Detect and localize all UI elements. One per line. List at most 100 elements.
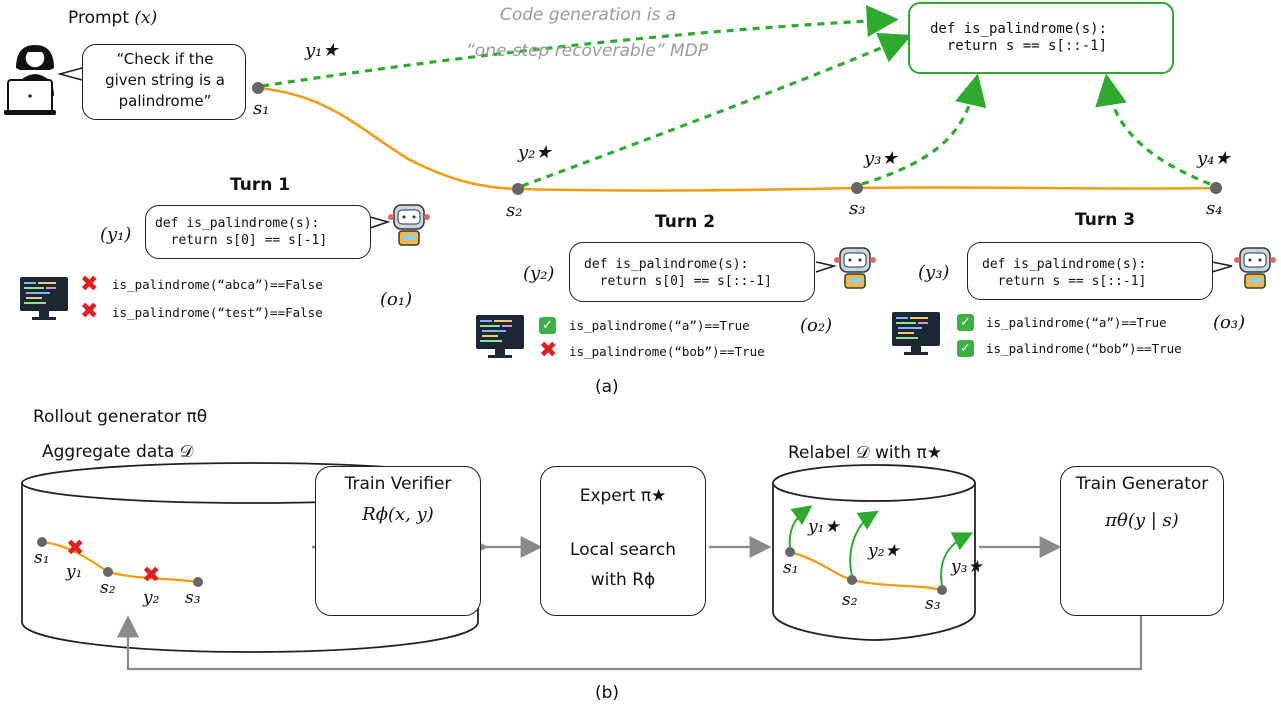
turn-3-obs-var: (o₃)	[1213, 312, 1246, 333]
pass-check-icon: ✓	[957, 314, 974, 331]
fail-x-icon: ✖	[80, 299, 99, 324]
code-line: def is_palindrome(s):	[584, 257, 749, 272]
left-db-state-s1: s₁	[34, 548, 50, 568]
turn-1-title: Turn 1	[230, 175, 291, 195]
code-line: return s[0] == s[-1]	[155, 233, 328, 248]
state-dot-s4	[1210, 182, 1222, 194]
arrow-y1-star	[261, 5, 899, 88]
feedback-loop-arrow	[117, 614, 1143, 671]
train-verifier-box	[315, 466, 481, 616]
prompt-label: Prompt (x)	[68, 8, 157, 28]
right-db-action-y1: y₁★	[808, 517, 840, 537]
arrow-y2-star	[521, 32, 912, 188]
robot-icon	[1234, 247, 1276, 289]
code-line: def is_palindrome(s):	[930, 21, 1108, 37]
prompt-var: (x)	[134, 8, 158, 28]
left-db-state-s3: s₃	[185, 588, 201, 608]
left-db-action-y2: y₂	[143, 588, 160, 608]
expert-title: Expert π★	[579, 486, 667, 506]
state-dot-s2	[512, 183, 524, 195]
code-line: return s == s[::-1]	[982, 274, 1147, 289]
prompt-label-text: Prompt	[68, 8, 129, 28]
code-line: def is_palindrome(s):	[155, 216, 320, 231]
turn-1-action-var: (y₁)	[100, 224, 132, 245]
expert-box	[540, 466, 706, 616]
fail-x-icon: ✖	[142, 563, 161, 588]
database-cylinder-icon	[772, 464, 976, 641]
prompt-text: “Check if the given string is a palindro…	[92, 49, 238, 112]
turn-1-obs-var: (o₁)	[380, 289, 413, 310]
fail-x-icon: ✖	[539, 338, 558, 363]
turn-3-test-1: is_palindrome(“a”)==True	[986, 315, 1167, 330]
trajectory-curve	[257, 86, 1217, 192]
turn-1-test-1: is_palindrome(“abca”)==False	[112, 277, 323, 292]
turn-3-action-var: (y₃)	[918, 262, 950, 283]
state-dot-s3	[851, 182, 863, 194]
right-db-action-y2: y₂★	[868, 541, 900, 561]
state-label-s2: s₂	[506, 200, 523, 221]
robot-icon	[388, 204, 430, 246]
pass-check-icon: ✓	[539, 317, 556, 334]
right-db-state-s3: s₃	[925, 594, 941, 614]
state-label-s1: s₁	[253, 98, 270, 119]
left-db-action-y1: y₁	[66, 562, 83, 582]
state-label-s3: s₃	[849, 198, 866, 219]
turn-3-title: Turn 3	[1075, 210, 1136, 230]
prompt-bubble	[82, 44, 246, 120]
arrow-y3-star	[861, 73, 987, 186]
fail-x-icon: ✖	[66, 536, 85, 561]
expert-line-2: with Rϕ	[590, 570, 656, 590]
prompt-text-line: palindrome”	[118, 92, 212, 110]
turn-2-obs-var: (o₂)	[800, 315, 833, 336]
caption-a: (a)	[595, 377, 619, 397]
monitor-icon	[892, 312, 940, 355]
solution-code: def is_palindrome(s): return s == s[::-1…	[930, 21, 1107, 55]
left-db-state-s2: s₂	[100, 578, 116, 598]
right-db-state-s1: s₁	[783, 558, 799, 578]
pass-check-icon: ✓	[957, 340, 974, 357]
turn-1-test-2: is_palindrome(“test”)==False	[112, 305, 323, 320]
prompt-text-line: “Check if the	[116, 50, 214, 68]
optimal-action-y4: y₄★	[1197, 148, 1231, 169]
turn-2-title: Turn 2	[655, 212, 716, 232]
solution-box	[908, 2, 1174, 74]
optimal-action-y1: y₁★	[305, 40, 339, 61]
turn-3-code-bubble	[967, 242, 1213, 300]
expert-line-1: Local search	[570, 540, 676, 560]
prompt-text-line: given string is a	[105, 71, 225, 89]
turn-3-code: def is_palindrome(s): return s == s[::-1…	[982, 256, 1146, 290]
fail-x-icon: ✖	[80, 272, 99, 297]
mdp-note-line-2: “one-step recoverable” MDP	[466, 41, 709, 61]
state-label-s4: s₄	[1206, 198, 1223, 219]
optimal-action-y2: y₂★	[518, 142, 552, 163]
caption-b: (b)	[595, 683, 620, 703]
turn-2-test-2: is_palindrome(“bob”)==True	[569, 344, 765, 359]
right-db-state-s2: s₂	[842, 590, 858, 610]
turn-1-code: def is_palindrome(s): return s[0] == s[-…	[155, 215, 327, 249]
train-generator-formula: πθ(y | s)	[1105, 510, 1179, 531]
turn-2-action-var: (y₂)	[523, 263, 555, 284]
train-verifier-title: Train Verifier	[344, 474, 452, 494]
mdp-note-line-1: Code generation is a	[500, 5, 677, 25]
turn-1-code-bubble	[145, 205, 371, 259]
right-db-action-y3: y₃★	[951, 557, 983, 577]
code-line: return s[0] == s[::-1]	[584, 274, 772, 289]
turn-3-test-2: is_palindrome(“bob”)==True	[986, 341, 1182, 356]
turn-2-code: def is_palindrome(s): return s[0] == s[:…	[584, 256, 772, 290]
person-laptop-icon	[4, 45, 56, 115]
rollout-label: Rollout generator πθ	[33, 407, 208, 427]
train-generator-box	[1060, 466, 1224, 616]
code-line: def is_palindrome(s):	[982, 257, 1147, 272]
code-line: return s == s[::-1]	[930, 38, 1108, 54]
monitor-icon	[20, 277, 68, 320]
optimal-action-y3: y₃★	[864, 148, 898, 169]
train-generator-title: Train Generator	[1075, 474, 1209, 494]
arrow-y4-star	[1095, 73, 1211, 186]
turn-2-code-bubble	[569, 242, 815, 302]
aggregate-label: Aggregate data 𝒟	[42, 442, 194, 462]
monitor-icon	[476, 315, 524, 358]
relabel-label: Relabel 𝒟 with π★	[788, 443, 942, 463]
train-verifier-formula: Rϕ(x, y)	[362, 504, 434, 525]
turn-2-test-1: is_palindrome(“a”)==True	[569, 318, 750, 333]
